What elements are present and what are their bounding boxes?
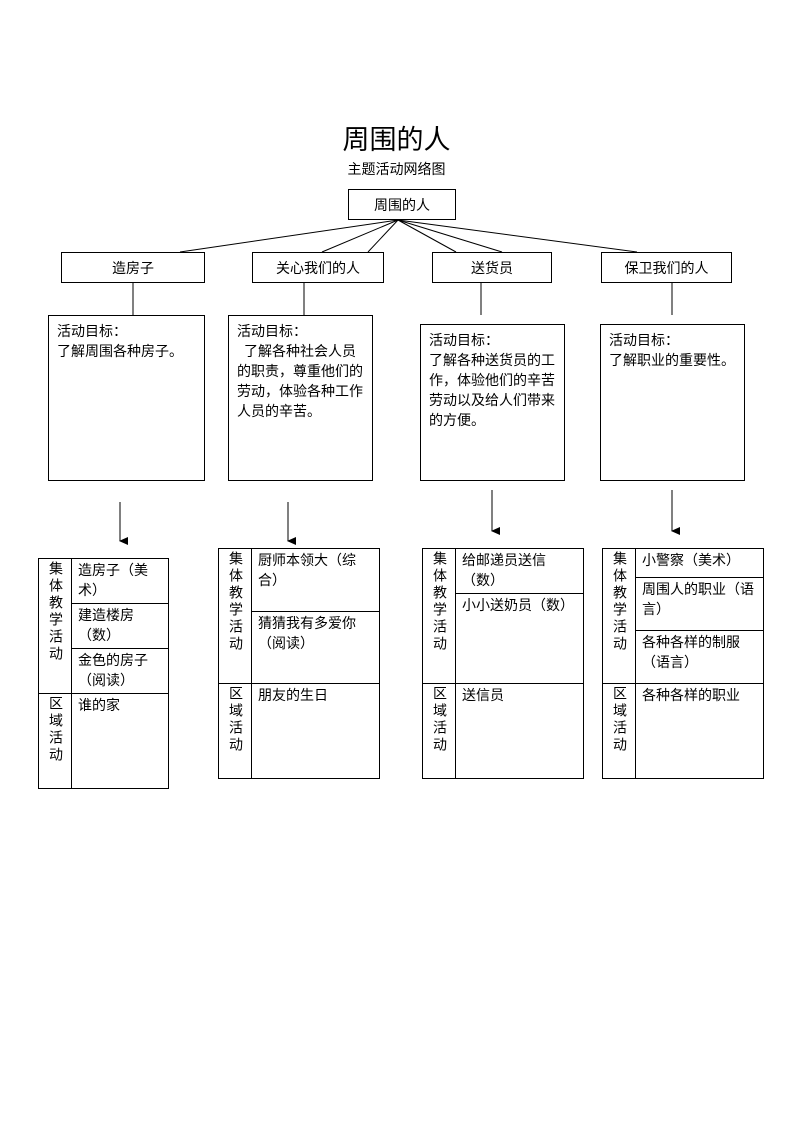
area-label-3: 区域活动 bbox=[422, 683, 456, 779]
goal-heading-2: 活动目标： bbox=[237, 324, 307, 340]
table-row: 周围人的职业（语言） bbox=[603, 577, 764, 632]
table-row: 各种各样的制服（语言） bbox=[603, 630, 764, 684]
area-item: 谁的家 bbox=[71, 693, 169, 789]
table-row: 金色的房子（阅读） bbox=[39, 648, 169, 694]
area-item: 各种各样的职业 bbox=[635, 683, 764, 779]
activity-table-1: 集体教学活动 造房子（美术） 建造楼房（数） 金色的房子（阅读） 区域活动 谁的… bbox=[38, 558, 169, 789]
goal-box-3: 活动目标： 了解各种送货员的工作，体验他们的辛苦劳动以及给人们带来的方便。 bbox=[420, 324, 565, 481]
goal-text-2: 了解各种社会人员的职责，尊重他们的劳动，体验各种工作人员的辛苦。 bbox=[237, 344, 363, 420]
link-root-branch-2 bbox=[321, 219, 399, 253]
area-item: 送信员 bbox=[455, 683, 584, 779]
group-item: 造房子（美术） bbox=[71, 558, 169, 604]
group-item: 金色的房子（阅读） bbox=[71, 648, 169, 694]
branch-node-3: 送货员 bbox=[432, 252, 552, 283]
goal-text-1: 了解周围各种房子。 bbox=[57, 344, 183, 360]
root-node-label: 周围的人 bbox=[374, 197, 430, 214]
branch-label-1: 造房子 bbox=[112, 260, 154, 277]
page-title: 周围的人 bbox=[342, 125, 451, 156]
group-item: 厨师本领大（综合） bbox=[251, 548, 380, 612]
goal-heading-4: 活动目标： bbox=[609, 333, 679, 349]
table-row: 区域活动 朋友的生日 bbox=[218, 683, 380, 779]
table-row: 区域活动 各种各样的职业 bbox=[602, 683, 764, 779]
root-node: 周围的人 bbox=[348, 189, 456, 220]
link-root-branch-1 bbox=[179, 219, 399, 253]
activity-table-3: 集体教学活动 给邮递员送信（数） 小小送奶员（数） 区域活动 送信员 bbox=[422, 548, 584, 779]
group-label-4: 集体教学活动 bbox=[602, 548, 636, 684]
group-label-1: 集体教学活动 bbox=[38, 558, 72, 694]
page-subtitle: 主题活动网络图 bbox=[347, 162, 446, 178]
group-label-2: 集体教学活动 bbox=[218, 548, 252, 684]
goal-text-4: 了解职业的重要性。 bbox=[609, 353, 735, 369]
table-row: 区域活动 谁的家 bbox=[38, 693, 169, 789]
area-label-1: 区域活动 bbox=[38, 693, 72, 789]
branch-label-4: 保卫我们的人 bbox=[624, 260, 709, 277]
goal-heading-3: 活动目标： bbox=[429, 333, 499, 349]
table-row: 集体教学活动 小警察（美术） bbox=[602, 547, 764, 684]
group-item: 建造楼房（数） bbox=[71, 603, 169, 649]
table-row: 建造楼房（数） bbox=[39, 603, 169, 649]
group-item: 各种各样的制服（语言） bbox=[635, 630, 764, 684]
table-row: 集体教学活动 给邮递员送信（数） bbox=[422, 548, 584, 684]
goal-box-1: 活动目标： 了解周围各种房子。 bbox=[48, 315, 205, 481]
activity-table-2: 集体教学活动 厨师本领大（综合） 猜猜我有多爱你（阅读） 区域活动 朋友的生日 bbox=[218, 548, 380, 779]
group-item: 猜猜我有多爱你（阅读） bbox=[251, 611, 380, 684]
table-row: 集体教学活动 造房子（美术） bbox=[38, 558, 169, 694]
branch-node-2: 关心我们的人 bbox=[252, 252, 384, 283]
table-row: 猜猜我有多爱你（阅读） bbox=[219, 611, 380, 684]
area-item: 朋友的生日 bbox=[251, 683, 380, 779]
activity-table-4: 集体教学活动 小警察（美术） 周围人的职业（语言） 各种各样的制服（语言） 区域… bbox=[602, 547, 764, 779]
link-root-branch-4 bbox=[397, 219, 638, 253]
table-row: 区域活动 送信员 bbox=[422, 683, 584, 779]
branch-node-4: 保卫我们的人 bbox=[601, 252, 732, 283]
branch-node-1: 造房子 bbox=[61, 252, 205, 283]
goal-heading-1: 活动目标： bbox=[57, 324, 127, 340]
goal-box-2: 活动目标： 了解各种社会人员的职责，尊重他们的劳动，体验各种工作人员的辛苦。 bbox=[228, 315, 373, 481]
table-row: 集体教学活动 厨师本领大（综合） bbox=[218, 548, 380, 684]
branch-label-2: 关心我们的人 bbox=[276, 260, 360, 277]
goal-box-4: 活动目标： 了解职业的重要性。 bbox=[600, 324, 745, 481]
area-label-4: 区域活动 bbox=[602, 683, 636, 779]
link-root-branch-3b bbox=[397, 219, 503, 253]
group-item: 小小送奶员（数） bbox=[455, 593, 584, 684]
link-root-branch-3 bbox=[397, 219, 457, 253]
goal-text-3: 了解各种送货员的工作，体验他们的辛苦劳动以及给人们带来的方便。 bbox=[429, 353, 555, 429]
group-label-3: 集体教学活动 bbox=[422, 548, 456, 684]
group-item: 周围人的职业（语言） bbox=[635, 577, 764, 632]
branch-label-3: 送货员 bbox=[471, 260, 513, 277]
area-label-2: 区域活动 bbox=[218, 683, 252, 779]
group-item: 给邮递员送信（数） bbox=[455, 548, 584, 594]
link-root-branch-2b bbox=[367, 219, 399, 253]
table-row: 小小送奶员（数） bbox=[423, 593, 584, 684]
group-item: 小警察（美术） bbox=[635, 547, 764, 579]
